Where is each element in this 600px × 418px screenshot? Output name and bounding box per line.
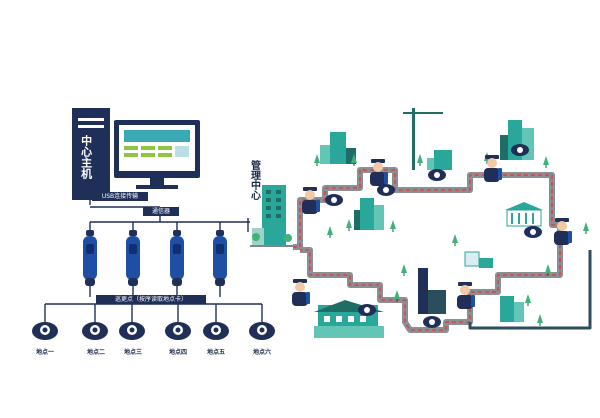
host-title: 中心主机 bbox=[79, 135, 93, 179]
route-checkpoints bbox=[325, 144, 542, 328]
site-card-disc bbox=[82, 322, 108, 340]
tree bbox=[390, 220, 396, 232]
tree bbox=[394, 290, 400, 302]
patrol-wand bbox=[170, 230, 184, 286]
patrol-route bbox=[293, 167, 592, 333]
guard-figure bbox=[292, 279, 310, 306]
site-card-disc bbox=[119, 322, 145, 340]
tree bbox=[545, 264, 551, 276]
reader-point-label: 巡更点（按序读取地点卡） bbox=[96, 295, 206, 304]
route-checkpoint bbox=[325, 194, 343, 206]
route-checkpoint bbox=[511, 144, 529, 156]
site-label-4: 地点四 bbox=[169, 349, 188, 356]
usb-link-label: USB连接传输 bbox=[92, 192, 148, 201]
management-building bbox=[250, 185, 294, 247]
site-cards bbox=[32, 322, 275, 340]
tree bbox=[543, 156, 549, 168]
tree bbox=[583, 222, 589, 234]
tree bbox=[401, 264, 407, 276]
route-checkpoint bbox=[358, 304, 376, 316]
patrol-guards bbox=[292, 155, 572, 309]
tree bbox=[351, 154, 357, 166]
guard-figure bbox=[554, 218, 572, 245]
patrol-wand bbox=[126, 230, 140, 286]
connector-lines-left bbox=[44, 200, 263, 322]
monitor bbox=[114, 120, 200, 189]
site-card-disc bbox=[32, 322, 58, 340]
guard-figure bbox=[457, 282, 475, 309]
patrol-wand bbox=[213, 230, 227, 286]
tree bbox=[452, 234, 458, 246]
guard-figure bbox=[484, 155, 502, 182]
tree bbox=[346, 219, 352, 231]
tree bbox=[537, 314, 543, 326]
site-label-2: 地点二 bbox=[87, 349, 106, 356]
route-checkpoint bbox=[423, 316, 441, 328]
site-label-6: 地点六 bbox=[253, 349, 272, 356]
route-checkpoint bbox=[428, 169, 446, 181]
patrol-wand bbox=[83, 230, 97, 286]
city-buildings bbox=[314, 108, 543, 338]
server-tower bbox=[72, 108, 110, 200]
site-card-disc bbox=[165, 322, 191, 340]
site-card-disc bbox=[249, 322, 275, 340]
site-label-1: 地点一 bbox=[36, 349, 55, 356]
site-label-3: 地点三 bbox=[124, 349, 143, 356]
route-checkpoint bbox=[524, 226, 542, 238]
tree bbox=[525, 294, 531, 306]
tree bbox=[327, 226, 333, 238]
route-checkpoint bbox=[377, 184, 395, 196]
patrol-wands bbox=[83, 230, 227, 286]
guard-figure bbox=[370, 159, 388, 186]
site-card-disc bbox=[203, 322, 229, 340]
site-label-5: 地点五 bbox=[207, 349, 226, 356]
communicator-label: 通信器 bbox=[143, 207, 179, 216]
trees bbox=[314, 152, 589, 326]
management-center-title: 管理中心 bbox=[248, 160, 260, 200]
tree bbox=[417, 154, 423, 166]
guard-figure bbox=[302, 187, 320, 214]
tree bbox=[314, 154, 320, 166]
